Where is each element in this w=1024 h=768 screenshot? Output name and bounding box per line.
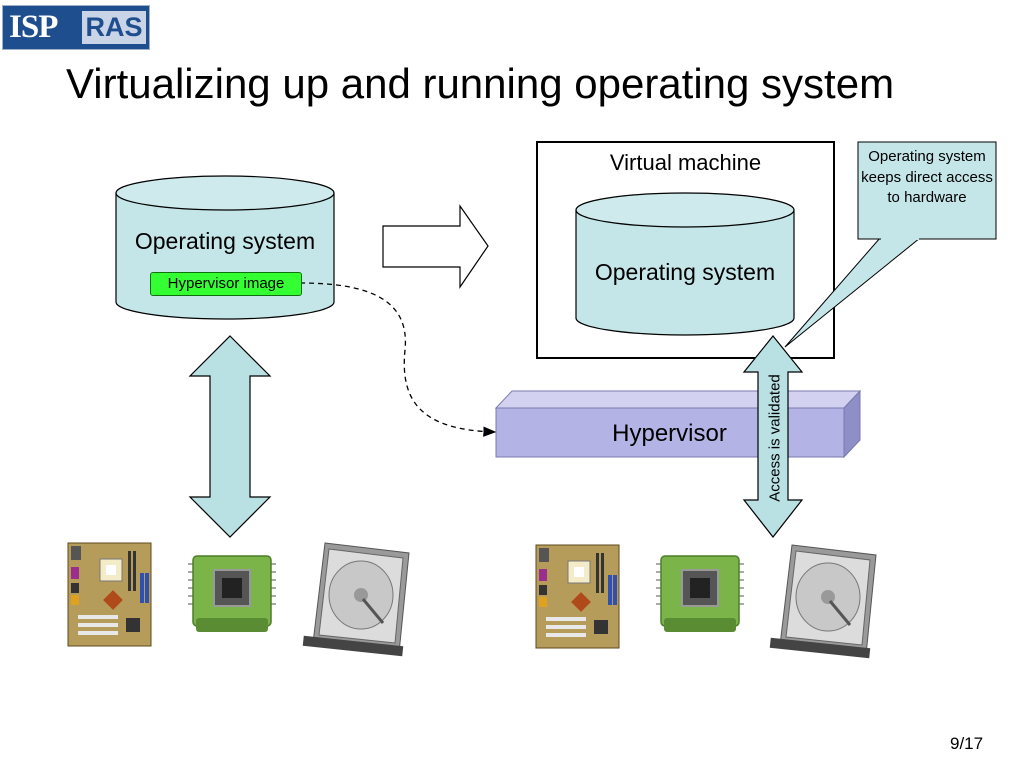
- access-validated-label: Access is validated: [766, 374, 784, 502]
- isp-ras-logo: ISP RAS: [2, 5, 150, 50]
- virtual-machine-label: Virtual machine: [609, 150, 762, 175]
- right-os-cylinder: [575, 192, 795, 336]
- logo-isp-text: ISP: [9, 9, 58, 45]
- callout-box: [784, 141, 997, 348]
- right-double-arrow: [742, 335, 804, 538]
- motherboard-icon: [535, 544, 620, 649]
- hypervisor-image-label: Hypervisor image: [150, 272, 302, 296]
- hard-disk-icon: [769, 544, 877, 659]
- motherboard-icon: [67, 542, 152, 647]
- hypervisor-label: Hypervisor: [612, 420, 727, 447]
- left-double-arrow: [188, 335, 272, 538]
- page-number: 9/17: [950, 734, 984, 753]
- left-os-label: Operating system: [134, 228, 316, 254]
- cpu-icon: [188, 555, 276, 632]
- logo-ras-text: RAS: [82, 11, 146, 44]
- slide-title: Virtualizing up and running operating sy…: [66, 60, 895, 107]
- transition-arrow: [382, 204, 489, 289]
- callout-text: Operating system keeps direct access to …: [861, 148, 993, 206]
- cpu-icon: [656, 555, 744, 632]
- hypervisor-image-link: [299, 282, 497, 437]
- hard-disk-icon: [302, 542, 410, 657]
- right-os-label: Operating system: [594, 259, 776, 285]
